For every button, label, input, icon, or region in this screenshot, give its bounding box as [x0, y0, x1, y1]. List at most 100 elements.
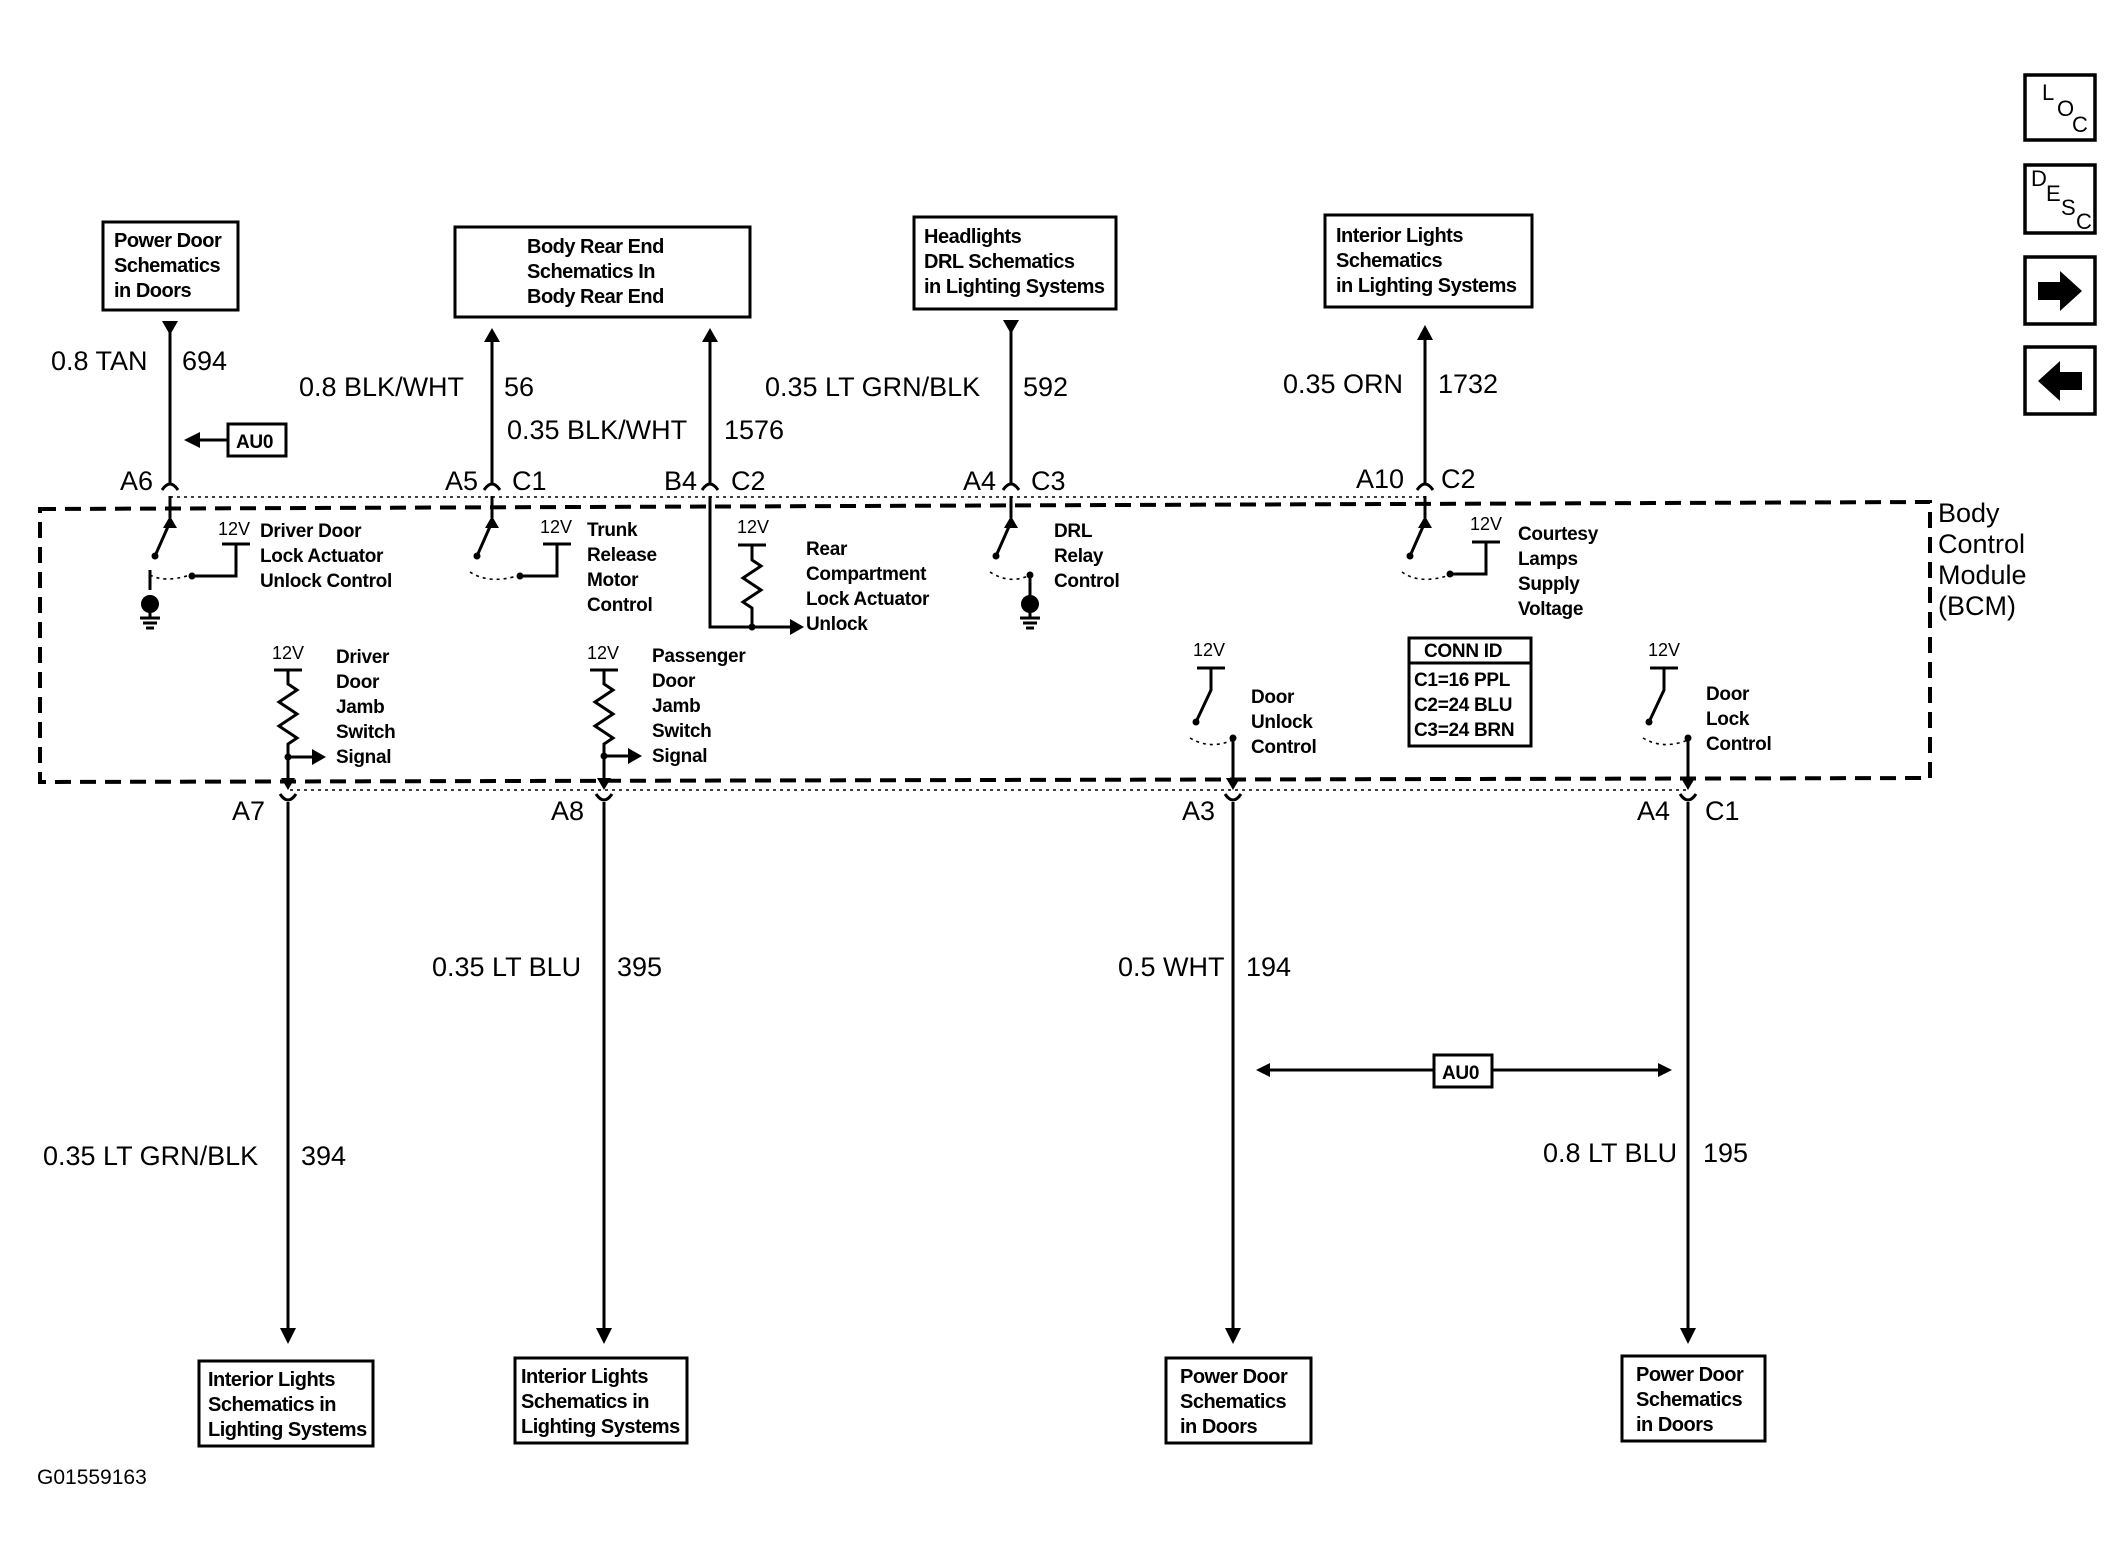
conn-id-table: CONN ID C1=16 PPL C2=24 BLU C3=24 BRN: [1407, 636, 1533, 748]
svg-text:C: C: [2072, 112, 2088, 137]
svg-text:12V: 12V: [540, 517, 572, 537]
connector-pins-top: A6 A5 C1 B4 C2 A4 C3 A10 C2: [120, 464, 1476, 496]
loc-button[interactable]: L O C: [2023, 73, 2097, 142]
back-button[interactable]: [2023, 345, 2097, 416]
wire-56: 0.8 BLK/WHT 56: [299, 328, 534, 484]
svg-text:Control: Control: [1251, 737, 1316, 758]
svg-text:Trunk: Trunk: [587, 520, 638, 541]
svg-text:Unlock: Unlock: [1251, 712, 1313, 733]
svg-text:Schematics In: Schematics In: [527, 261, 655, 283]
circuit-passenger-door-jamb: 12V Passenger Door Jamb Switch Signal: [587, 643, 747, 790]
power-door-schematics-box-top[interactable]: Power Door Schematics in Doors: [101, 220, 240, 312]
svg-text:O: O: [2057, 96, 2074, 121]
svg-text:Schematics: Schematics: [1336, 250, 1443, 272]
svg-text:Door: Door: [652, 671, 696, 692]
svg-text:Signal: Signal: [336, 747, 391, 768]
svg-text:195: 195: [1703, 1138, 1748, 1168]
connector-pins-bottom: A7 A8 A3 A4 C1: [232, 793, 1740, 826]
svg-text:Signal: Signal: [652, 746, 707, 767]
svg-text:B4: B4: [664, 466, 697, 496]
svg-text:Body: Body: [1938, 498, 2000, 528]
svg-text:Supply: Supply: [1518, 574, 1580, 595]
power-door-schematics-box-a3[interactable]: Power Door Schematics in Doors: [1164, 1356, 1313, 1445]
power-door-schematics-box-a4[interactable]: Power Door Schematics in Doors: [1620, 1354, 1767, 1443]
svg-text:Power Door: Power Door: [1180, 1366, 1288, 1388]
body-rear-end-schematics-box[interactable]: Body Rear End Schematics In Body Rear En…: [453, 225, 752, 319]
svg-text:Lighting Systems: Lighting Systems: [208, 1419, 367, 1441]
svg-text:Door: Door: [1251, 687, 1295, 708]
circuit-rear-compartment-unlock: 12V Rear Compartment Lock Actuator Unloc…: [708, 496, 930, 635]
desc-button[interactable]: D E S C: [2023, 163, 2097, 235]
au0-option-tag-top: AU0: [184, 422, 288, 458]
svg-text:394: 394: [301, 1141, 346, 1171]
svg-text:0.35 LT BLU: 0.35 LT BLU: [432, 952, 581, 982]
svg-text:0.5 WHT: 0.5 WHT: [1118, 952, 1225, 982]
svg-text:592: 592: [1023, 372, 1068, 402]
svg-text:0.35 LT GRN/BLK: 0.35 LT GRN/BLK: [765, 372, 980, 402]
bcm-module: Body Control Module (BCM): [38, 496, 2027, 791]
svg-text:12V: 12V: [1648, 640, 1680, 660]
svg-text:Interior Lights: Interior Lights: [208, 1369, 335, 1391]
wire-1576: 0.35 BLK/WHT 1576: [507, 328, 784, 484]
svg-text:Schematics: Schematics: [1636, 1389, 1743, 1411]
interior-lights-schematics-box-top[interactable]: Interior Lights Schematics in Lighting S…: [1323, 213, 1534, 309]
svg-text:12V: 12V: [272, 643, 304, 663]
circuit-door-unlock: 12V Door Unlock Control: [1189, 640, 1317, 790]
svg-text:Control: Control: [1054, 571, 1119, 592]
svg-text:0.35 ORN: 0.35 ORN: [1283, 369, 1403, 399]
svg-text:Power Door: Power Door: [1636, 1364, 1744, 1386]
svg-text:1576: 1576: [724, 415, 784, 445]
svg-text:Lock Actuator: Lock Actuator: [260, 546, 384, 567]
svg-text:12V: 12V: [1470, 514, 1502, 534]
svg-text:12V: 12V: [737, 517, 769, 537]
au0-option-bridge: AU0: [1256, 1053, 1672, 1089]
figure-id: G01559163: [37, 1466, 147, 1489]
wire-195: 0.8 LT BLU 195: [1543, 802, 1748, 1344]
svg-text:Release: Release: [587, 545, 657, 566]
svg-text:A4: A4: [963, 466, 996, 496]
headlights-drl-schematics-box[interactable]: Headlights DRL Schematics in Lighting Sy…: [912, 215, 1118, 311]
svg-text:C: C: [2076, 209, 2092, 234]
svg-text:C1: C1: [512, 466, 547, 496]
interior-lights-schematics-box-a7[interactable]: Interior Lights Schematics in Lighting S…: [197, 1359, 375, 1448]
svg-text:Driver: Driver: [336, 647, 390, 668]
svg-text:1732: 1732: [1438, 369, 1498, 399]
svg-text:Module: Module: [1938, 560, 2027, 590]
svg-text:12V: 12V: [1193, 640, 1225, 660]
wire-395: 0.35 LT BLU 395: [432, 802, 662, 1344]
svg-text:Control: Control: [1938, 529, 2025, 559]
interior-lights-schematics-box-a8[interactable]: Interior Lights Schematics in Lighting S…: [513, 1356, 689, 1445]
svg-text:Interior Lights: Interior Lights: [521, 1366, 648, 1388]
circuit-door-lock: 12V Door Lock Control: [1642, 640, 1772, 790]
svg-text:in Doors: in Doors: [1180, 1416, 1257, 1438]
svg-text:0.8 TAN: 0.8 TAN: [51, 346, 148, 376]
circuit-driver-door-lock-unlock: 12V Driver Door Lock Actuator Unlock Con…: [140, 496, 392, 630]
svg-text:A4: A4: [1637, 796, 1670, 826]
svg-text:12V: 12V: [587, 643, 619, 663]
forward-button[interactable]: [2023, 255, 2097, 326]
svg-text:in Doors: in Doors: [114, 280, 191, 302]
svg-text:0.35 LT GRN/BLK: 0.35 LT GRN/BLK: [43, 1141, 258, 1171]
svg-text:Passenger: Passenger: [652, 646, 746, 667]
wire-1732: 0.35 ORN 1732: [1283, 325, 1498, 484]
svg-text:Door: Door: [1706, 684, 1750, 705]
svg-text:Lamps: Lamps: [1518, 549, 1578, 570]
svg-text:0.35 BLK/WHT: 0.35 BLK/WHT: [507, 415, 687, 445]
svg-text:Courtesy: Courtesy: [1518, 524, 1599, 545]
svg-text:E: E: [2046, 181, 2061, 206]
svg-text:Lock Actuator: Lock Actuator: [806, 589, 930, 610]
wire-694: 0.8 TAN 694: [51, 321, 227, 484]
svg-text:Body Rear End: Body Rear End: [527, 286, 664, 308]
svg-text:in Lighting Systems: in Lighting Systems: [1336, 275, 1517, 297]
svg-text:694: 694: [182, 346, 227, 376]
svg-text:0.8 BLK/WHT: 0.8 BLK/WHT: [299, 372, 464, 402]
svg-text:Schematics: Schematics: [1180, 1391, 1287, 1413]
svg-text:Power Door: Power Door: [114, 230, 222, 252]
svg-text:56: 56: [504, 372, 534, 402]
svg-text:L: L: [2042, 80, 2054, 105]
circuit-trunk-release: 12V Trunk Release Motor Control: [469, 496, 657, 616]
svg-text:(BCM): (BCM): [1938, 591, 2016, 621]
svg-text:Driver Door: Driver Door: [260, 521, 362, 542]
svg-text:S: S: [2061, 195, 2076, 220]
